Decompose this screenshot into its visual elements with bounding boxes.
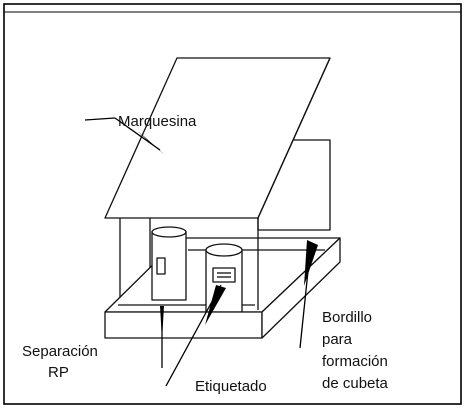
drum-right <box>205 243 243 313</box>
bund-side <box>261 237 341 339</box>
bund-front <box>104 311 263 339</box>
shelter-drawing <box>84 57 341 387</box>
drum-right-top <box>205 243 243 257</box>
marquesina-leader <box>84 117 116 121</box>
canopy-side <box>257 57 331 219</box>
drum-left <box>151 226 187 301</box>
separacion-arrowhead <box>160 306 164 340</box>
bordillo-label-line-4: de cubeta <box>322 375 389 392</box>
drum-left-top <box>151 226 187 238</box>
separacion-label-line-2: RP <box>48 364 69 381</box>
separacion-label-line-1: Separación <box>22 343 98 360</box>
marquesina-arrowhead <box>138 131 165 155</box>
marquesina-label: Marquesina <box>118 113 197 130</box>
bordillo-arrowhead <box>304 240 318 286</box>
etiquetado-arrowhead <box>205 285 226 325</box>
drum-left-label <box>156 257 166 275</box>
bordillo-label-line-1: Bordillo <box>322 309 372 326</box>
etiquetado-label: Etiquetado <box>195 378 267 395</box>
figure-border <box>3 3 462 405</box>
drum-right-label <box>212 267 236 283</box>
bordillo-label-line-2: para <box>322 331 353 348</box>
bordillo-label-line-3: formación <box>322 353 388 370</box>
